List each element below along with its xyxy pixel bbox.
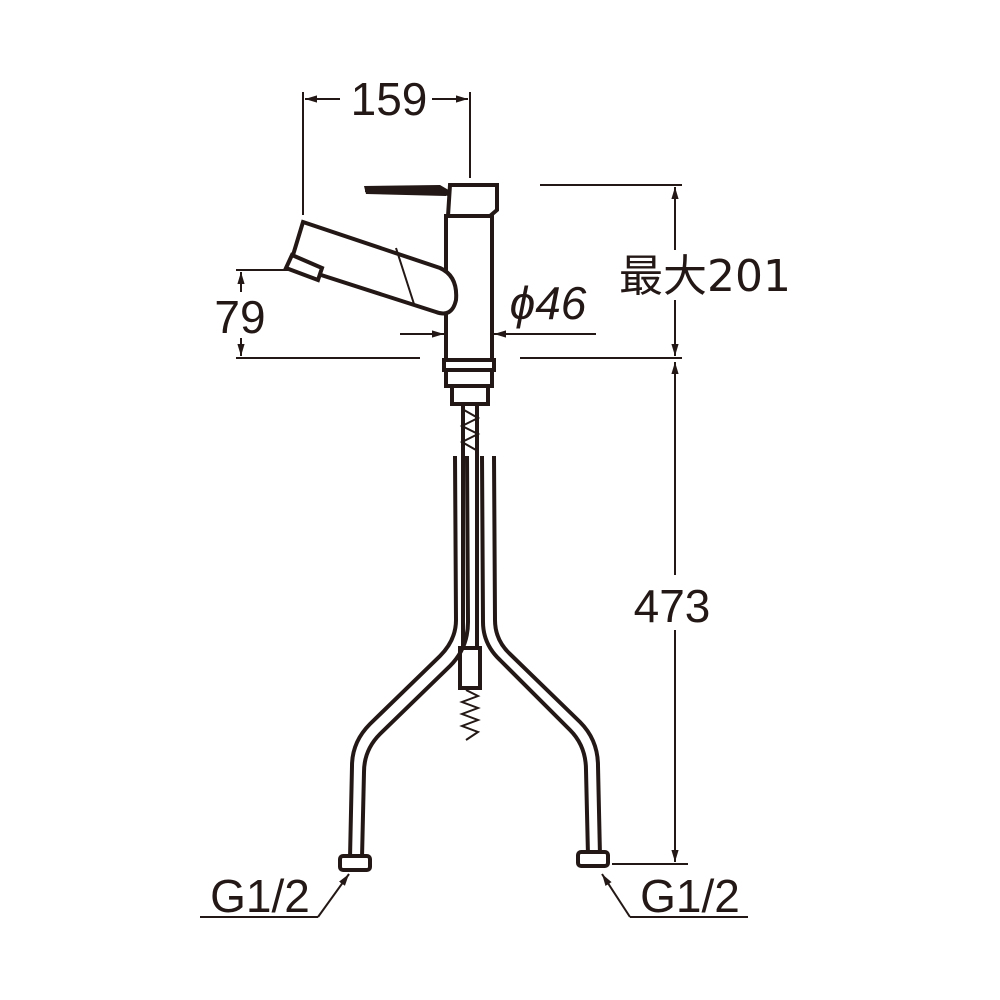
faucet-cap <box>445 183 499 218</box>
shower-spring <box>459 689 481 741</box>
spout-nozzle <box>283 252 325 283</box>
connector-label-left: G1/2 <box>200 870 350 922</box>
spout-height-label: 79 <box>214 291 265 343</box>
dimension-spout-height: 79 <box>214 269 420 359</box>
hose-weight <box>458 646 482 690</box>
connector-label-right: G1/2 <box>601 870 748 922</box>
hoses <box>338 404 610 872</box>
connector-right-label: G1/2 <box>640 870 740 922</box>
dimension-hose-length: 473 <box>612 362 711 865</box>
right-supply-hose <box>480 455 590 857</box>
dimension-max-height: 最大201 <box>520 184 791 359</box>
upper-spring <box>459 409 481 451</box>
connector-left-label: G1/2 <box>210 870 310 922</box>
spout-seam <box>395 247 415 305</box>
pull-out-spout <box>287 219 459 316</box>
base-flange <box>444 368 494 388</box>
hose-length-label: 473 <box>634 580 711 632</box>
right-connector-nut <box>576 850 610 868</box>
right-supply-hose-edge <box>492 455 602 857</box>
lever-handle-top <box>364 185 452 196</box>
left-supply-hose-edge <box>360 455 471 859</box>
faucet-head <box>283 183 499 406</box>
dimension-spout-reach: 159 <box>302 73 471 215</box>
left-supply-hose <box>348 455 459 859</box>
body-diameter-label: ϕ46 <box>510 277 587 329</box>
dimension-body-diameter: ϕ46 <box>400 277 596 338</box>
base-nut <box>450 384 490 406</box>
spout-reach-label: 159 <box>351 73 428 125</box>
left-connector-nut <box>338 854 372 872</box>
max-height-label: 最大201 <box>619 251 791 302</box>
